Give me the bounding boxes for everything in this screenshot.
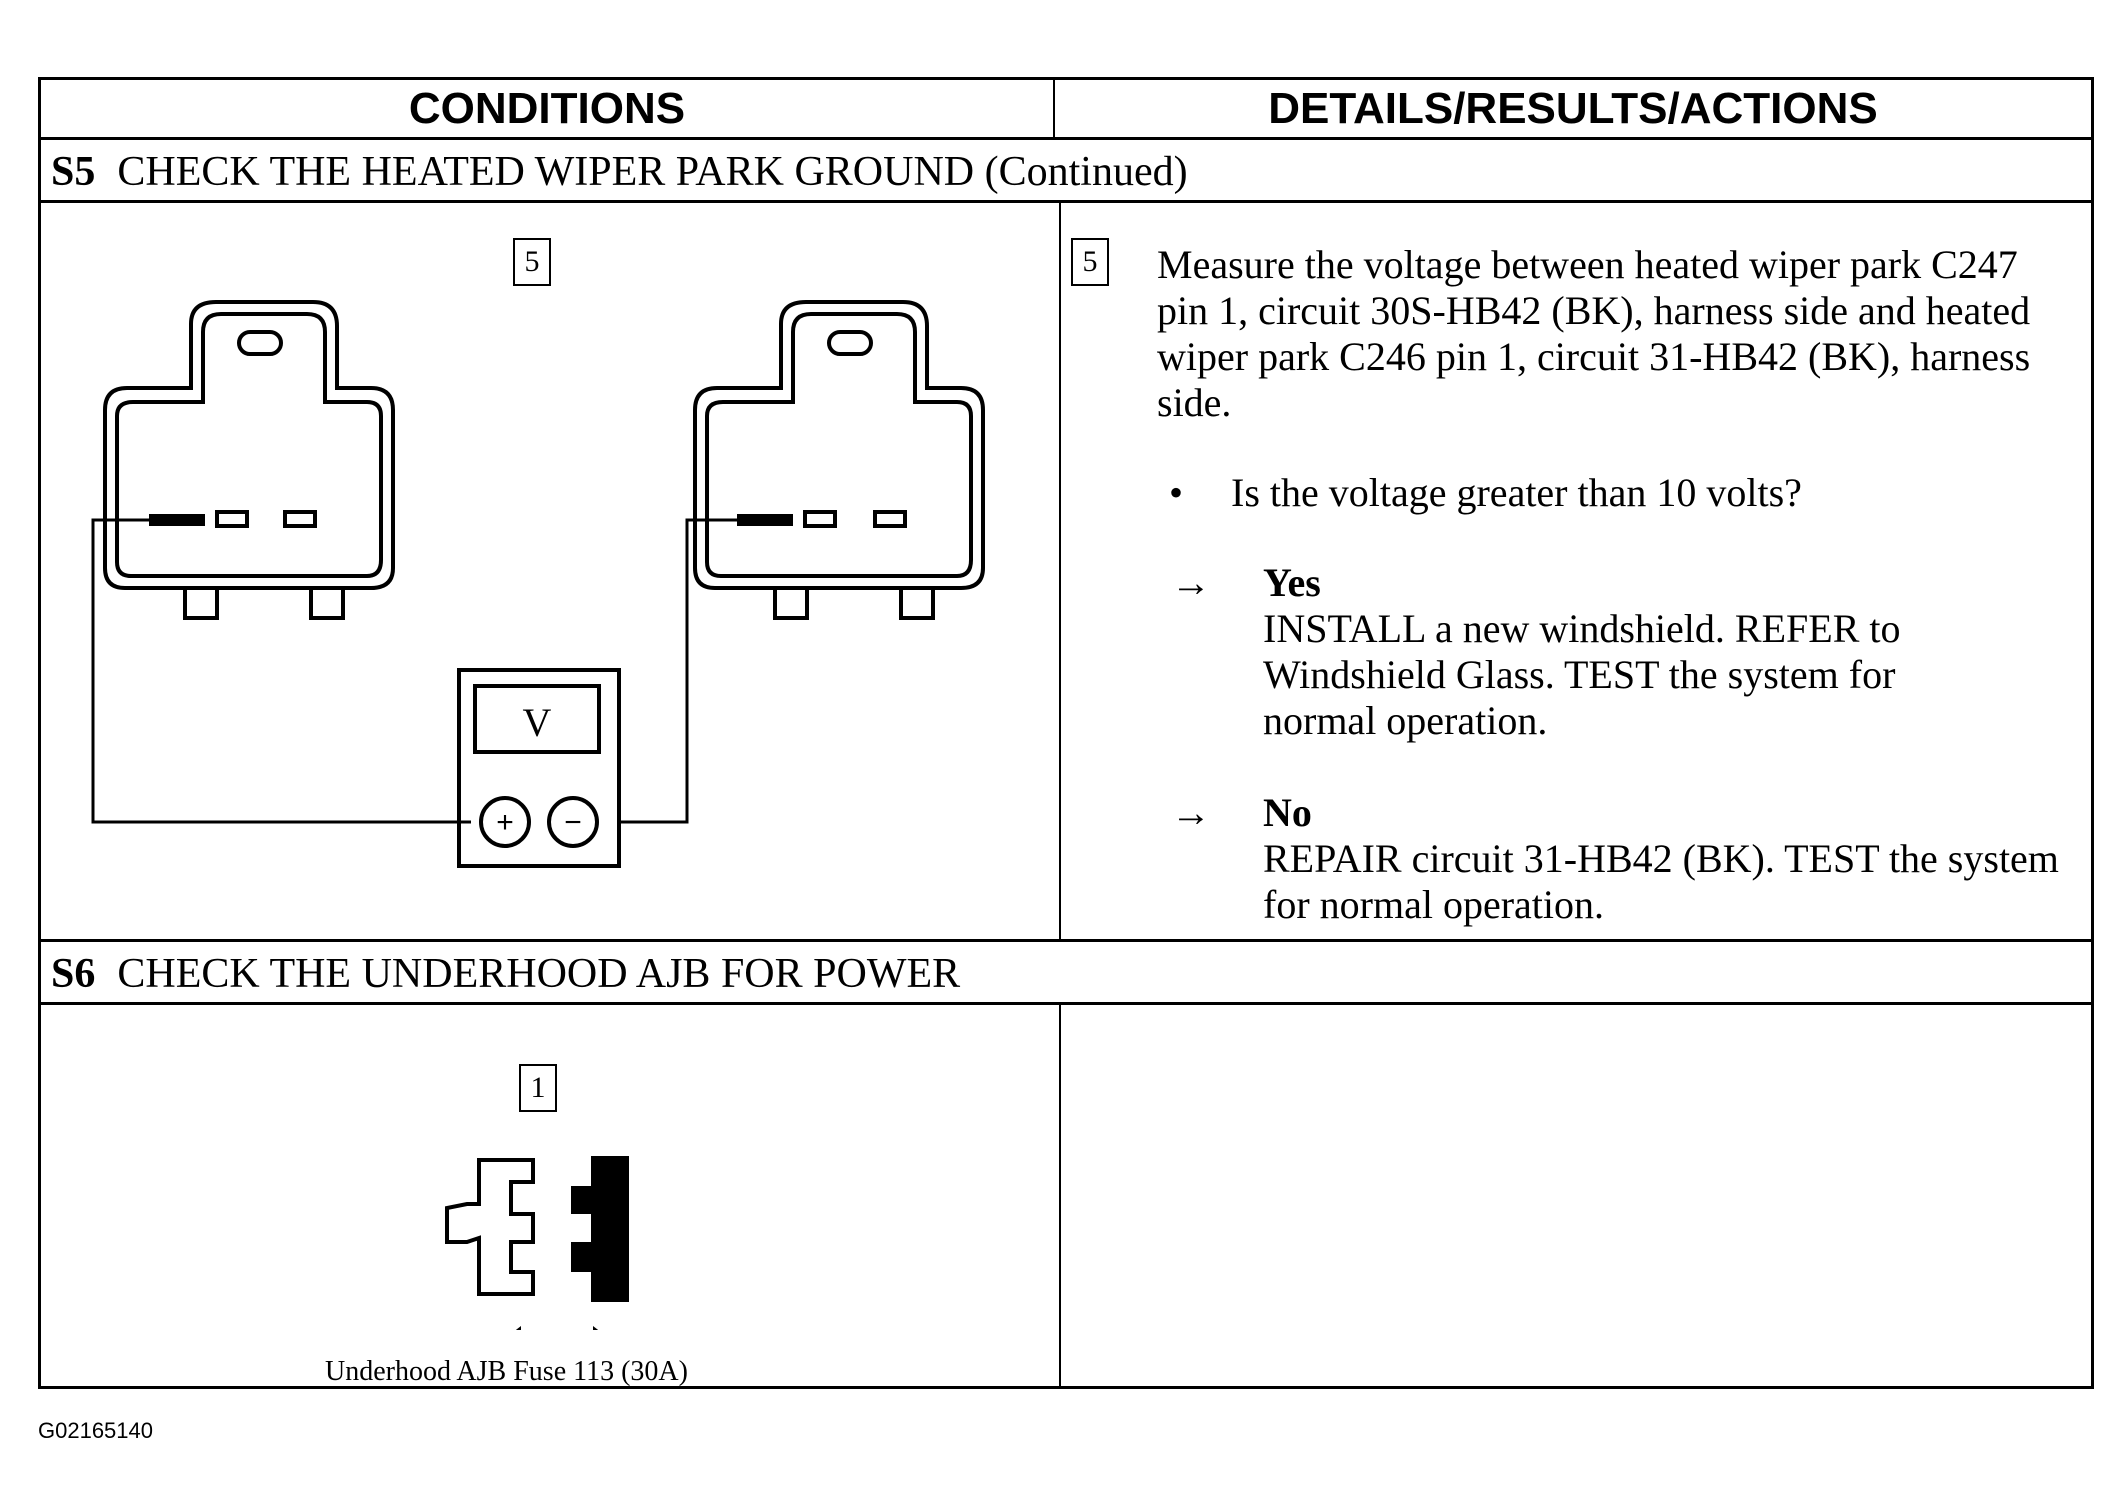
minus-terminal: − [564, 806, 582, 839]
question-bullet: • [1169, 470, 1184, 515]
double-arrow-icon [515, 1326, 599, 1330]
figure-id: G02165140 [38, 1418, 153, 1443]
connector-c246 [693, 300, 985, 620]
step-s6-title-text: CHECK THE UNDERHOOD AJB FOR POWER [117, 951, 961, 997]
wire-negative [619, 518, 739, 824]
probe-tip-left [149, 514, 205, 526]
step-s5-title: S5 CHECK THE HEATED WIPER PARK GROUND (Co… [51, 148, 1188, 196]
no-label: No [1263, 790, 1312, 835]
row-divider [41, 137, 2091, 140]
yes-label: Yes [1263, 560, 1321, 605]
column-divider [1059, 201, 1061, 941]
step-s6-title: S6 CHECK THE UNDERHOOD AJB FOR POWER [51, 950, 960, 998]
step-s6-number: S6 [51, 951, 96, 997]
diagram-step-box: 5 [513, 238, 551, 286]
column-divider [1059, 1003, 1061, 1389]
step-s5-title-text: CHECK THE HEATED WIPER PARK GROUND (Cont… [117, 149, 1188, 195]
voltmeter-connector-diagram: V + − [91, 300, 985, 868]
step-s5-number: S5 [51, 149, 96, 195]
voltmeter [457, 668, 621, 868]
fuse-diagram [445, 1156, 629, 1330]
fuse-caption: Underhood AJB Fuse 113 (30A) [325, 1356, 688, 1387]
plus-terminal: + [496, 806, 514, 839]
connector-c247 [103, 300, 395, 620]
voltmeter-display: V [523, 700, 552, 745]
row-divider [41, 1002, 2091, 1005]
row-divider [41, 200, 2091, 203]
fuse-icon [445, 1158, 535, 1296]
detail-step-box: 5 [1071, 238, 1109, 286]
fuse-socket-icon [571, 1156, 629, 1302]
arrow-yes: → [1171, 560, 1211, 605]
no-action: REPAIR circuit 31-HB42 (BK). TEST the sy… [1263, 836, 2059, 927]
header-details: DETAILS/RESULTS/ACTIONS [1268, 84, 1878, 133]
wire-positive [91, 518, 471, 824]
header-conditions: CONDITIONS [408, 84, 686, 133]
yes-action: INSTALL a new windshield. REFER to Winds… [1263, 606, 1901, 743]
measure-instruction: Measure the voltage between heated wiper… [1157, 242, 2031, 425]
row-divider [41, 939, 2091, 942]
question-text: Is the voltage greater than 10 volts? [1231, 470, 1802, 515]
header-divider [1053, 80, 1055, 138]
fuse-step-box: 1 [519, 1064, 557, 1112]
probe-tip-right [737, 514, 793, 526]
arrow-no: → [1171, 790, 1211, 835]
